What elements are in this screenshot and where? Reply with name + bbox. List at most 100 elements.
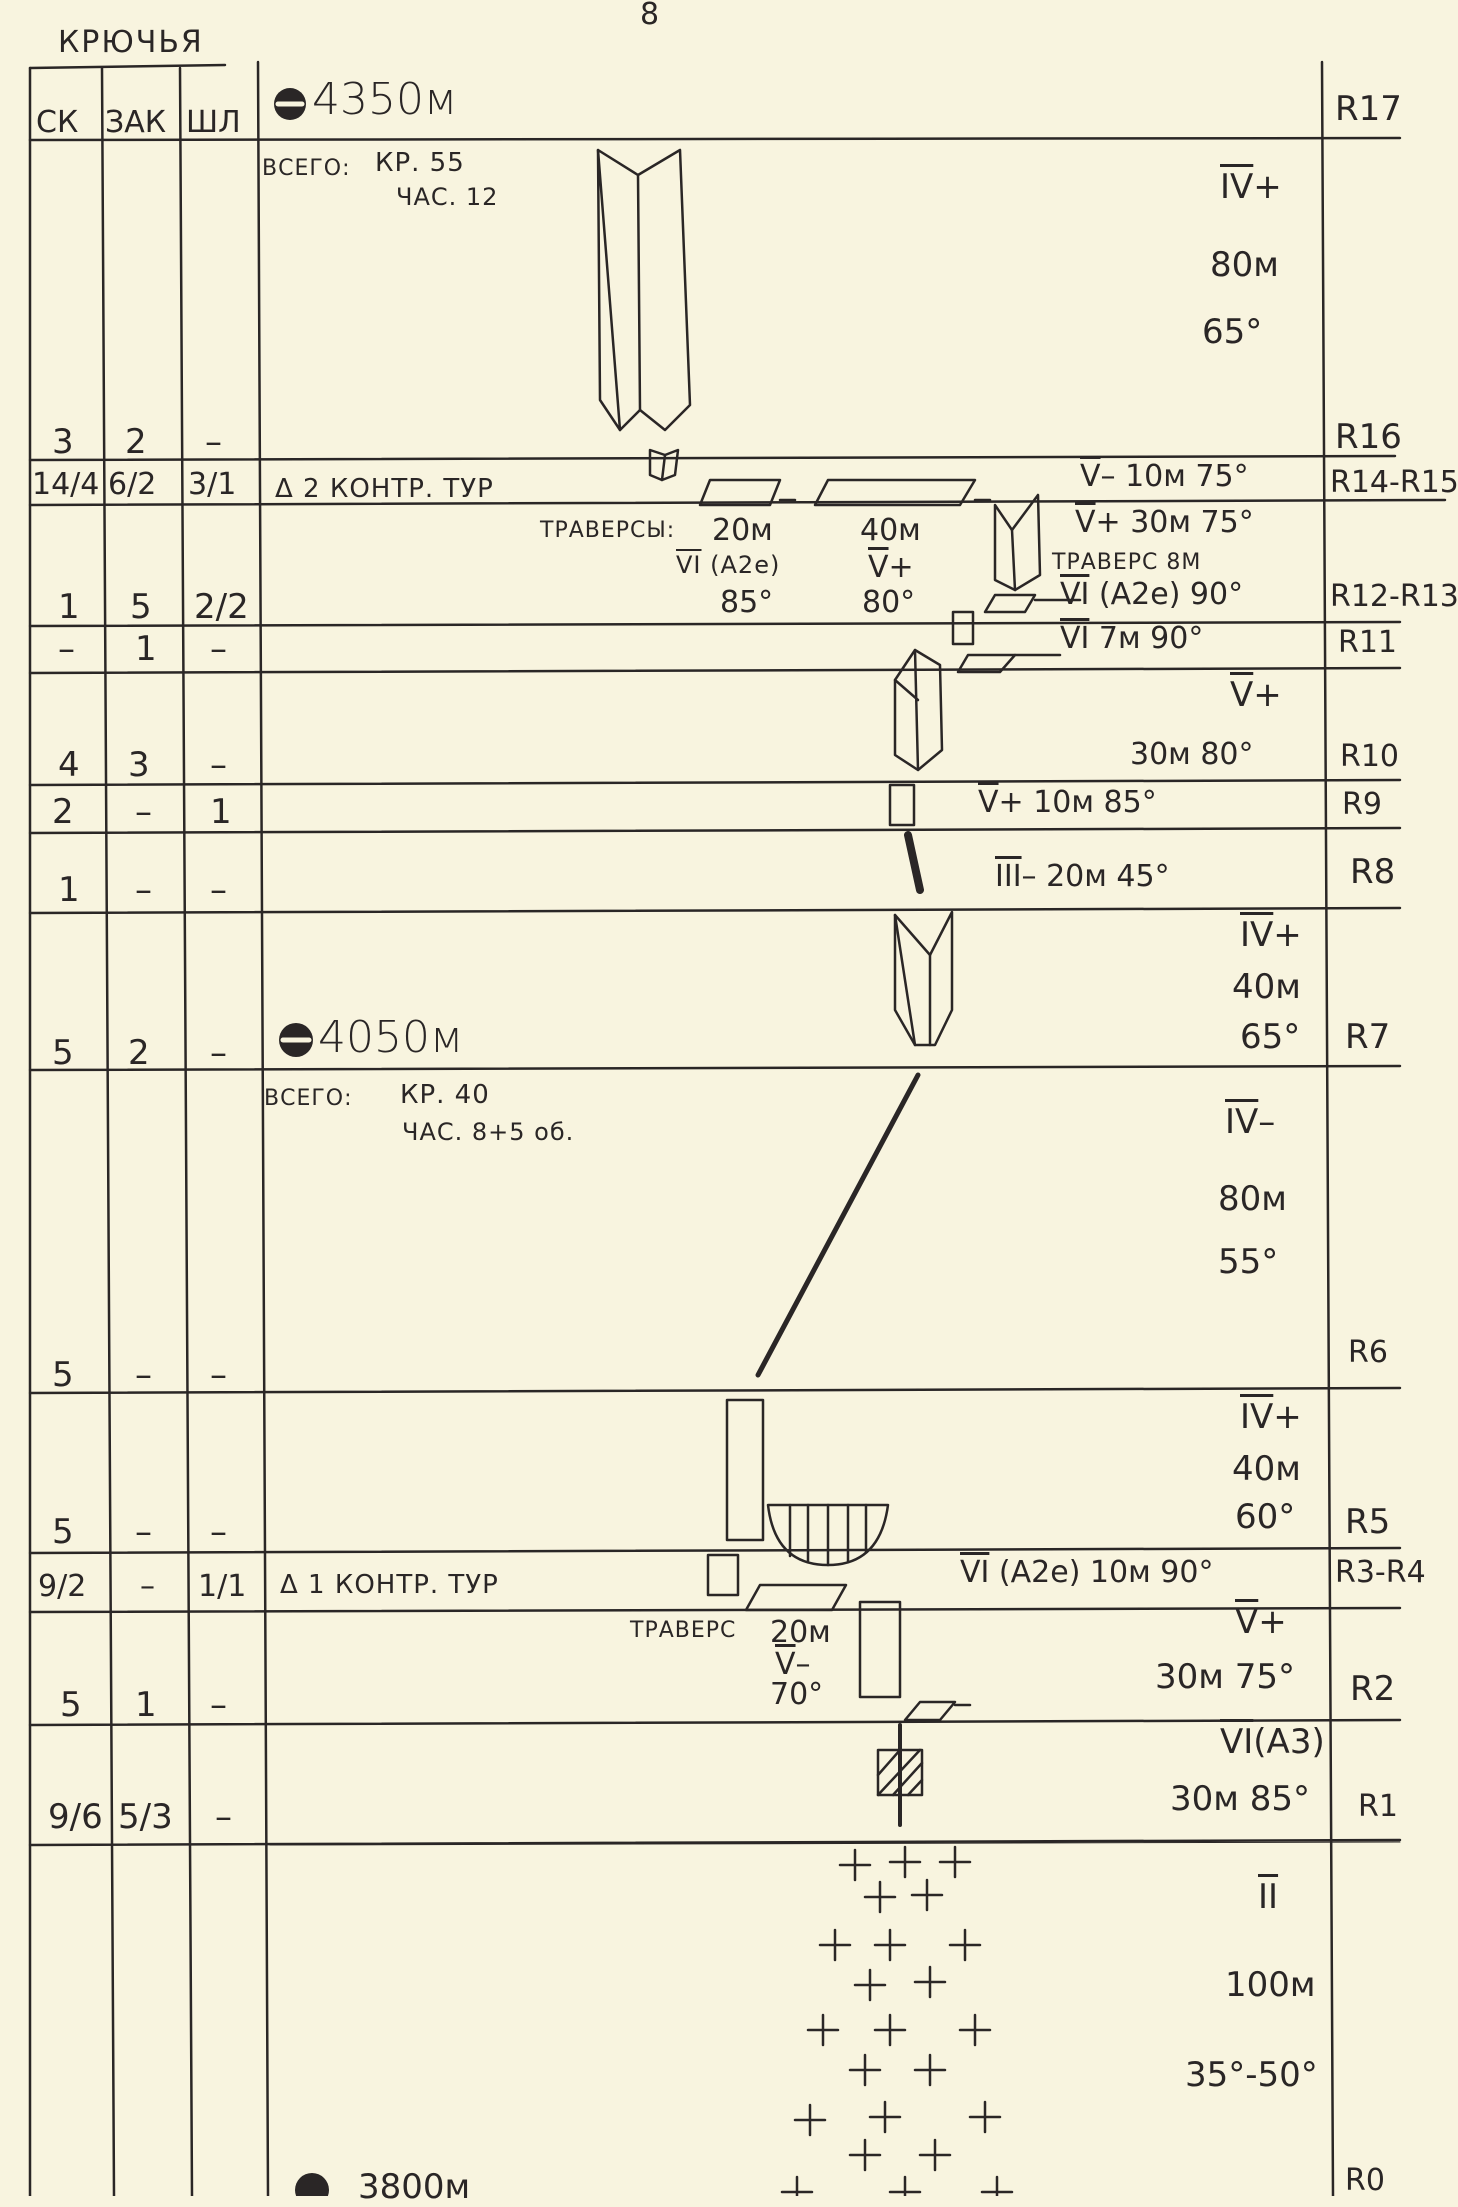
traverse2-length: 40м — [860, 513, 921, 548]
grade: VI — [1060, 577, 1090, 612]
cell-zak: 3 — [128, 745, 150, 785]
cell-sk: – — [58, 629, 75, 669]
cell-ref: R16 — [1335, 417, 1402, 457]
details: (А2е) 90° — [1098, 577, 1244, 612]
grade: V — [978, 785, 999, 820]
cell-shl: – — [215, 1797, 232, 1837]
altitude-symbols — [274, 88, 329, 2196]
cell-ref: R0 — [1345, 2163, 1385, 2198]
grade-modifier: + — [1253, 675, 1282, 715]
kontr-tur-1: Δ 1 КОНТР. ТУР — [280, 1570, 499, 1600]
cell-zak: 1 — [135, 1685, 157, 1725]
summary-top-label: ВСЕГО: — [262, 156, 351, 181]
cell-shl: 3/1 — [188, 467, 237, 502]
cell-ref: R2 — [1350, 1669, 1396, 1709]
traverse1-grade: VI — [676, 551, 702, 579]
dihedral-r7 — [893, 910, 954, 1047]
grade-modifier: + — [1253, 167, 1282, 207]
cell-shl: – — [210, 1685, 227, 1725]
grade-modifier: + — [1258, 1602, 1287, 1642]
traverse-symbols-lower — [706, 1553, 972, 1722]
summary-mid-chas: ЧАС. 8+5 об. — [402, 1118, 575, 1146]
cell-ref: R1 — [1358, 1789, 1398, 1824]
grade: VI — [1060, 621, 1090, 656]
header-ref: R17 — [1335, 89, 1402, 129]
pitch-r15: V– 10м 75° — [1080, 462, 1249, 492]
cell-zak: – — [135, 1355, 152, 1395]
cell-sk: 9/6 — [48, 1797, 103, 1837]
pitch-r12: VI (А2е) 90° — [1060, 580, 1243, 610]
grade-modifier: – — [1258, 1102, 1276, 1142]
angle: 65° — [1202, 312, 1263, 352]
cell-sk: 9/2 — [38, 1569, 87, 1604]
traverse4-angle: 70° — [770, 1677, 824, 1712]
cell-ref: R9 — [1342, 787, 1382, 822]
length: 80м — [1218, 1179, 1287, 1219]
grade: V — [1080, 459, 1101, 494]
cell-shl: – — [210, 1033, 227, 1073]
grade: IV — [1220, 167, 1254, 207]
cell-shl: – — [210, 1355, 227, 1395]
details: – 10м 75° — [1100, 459, 1249, 494]
cell-ref: R14-R15 — [1330, 465, 1458, 500]
altitude-mid: 4050м — [318, 1012, 464, 1063]
details: 30м 75° — [1155, 1657, 1295, 1697]
traverse4-length: 20м — [770, 1615, 831, 1650]
dihedral-r17 — [596, 148, 692, 482]
length: 40м — [1232, 967, 1301, 1007]
cell-shl: – — [205, 422, 222, 462]
grade: V — [1230, 675, 1254, 715]
altitude-top: 4350м — [312, 74, 458, 125]
dihedral-r10 — [888, 648, 944, 894]
details: 30м 80° — [1130, 737, 1254, 772]
grade-modifier: + — [1273, 915, 1302, 955]
cell-zak: 6/2 — [108, 467, 157, 502]
cell-ref: R10 — [1340, 739, 1400, 774]
grade: IV — [1240, 1397, 1274, 1437]
page-title: КРЮЧЬЯ — [58, 25, 204, 60]
traverse1-angle: 85° — [720, 585, 774, 620]
cell-sk: 3 — [52, 422, 74, 462]
details: (А2е) 10м 90° — [998, 1555, 1214, 1590]
cell-sk: 4 — [58, 745, 80, 785]
cell-sk: 14/4 — [32, 467, 100, 502]
cell-sk: 5 — [52, 1512, 74, 1552]
summary-top-chas: ЧАС. 12 — [396, 183, 499, 211]
traverse1-aid: (А2е) — [710, 551, 781, 579]
cell-sk: 5 — [52, 1033, 74, 1073]
details: – 20м 45° — [1021, 859, 1170, 894]
details: + 10м 85° — [998, 785, 1157, 820]
cell-ref: R7 — [1345, 1017, 1391, 1057]
pitch-r4: VI (А2е) 10м 90° — [960, 1558, 1213, 1588]
cell-ref: R8 — [1350, 852, 1396, 892]
cell-sk: 2 — [52, 792, 74, 832]
cell-zak: 5 — [130, 587, 152, 627]
traverse2-modifier: + — [888, 550, 914, 585]
angle: 65° — [1240, 1017, 1301, 1057]
slab-line-r6 — [755, 1072, 921, 1378]
table-grid — [28, 60, 1447, 2196]
cell-zak: – — [135, 792, 152, 832]
length: 100м — [1225, 1965, 1316, 2005]
travers-upper-label: ТРАВЕРСЫ: — [540, 518, 676, 543]
cell-shl: – — [210, 1512, 227, 1552]
cell-zak: 1 — [135, 629, 157, 669]
pitch-r14: V+ 30м 75° — [1075, 508, 1254, 538]
cell-zak: – — [135, 870, 152, 910]
grade: II — [1258, 1877, 1279, 1917]
grade: IV — [1240, 915, 1274, 955]
summary-mid-label: ВСЕГО: — [264, 1086, 353, 1111]
cell-shl: – — [210, 870, 227, 910]
traverse2-grade: V — [868, 550, 889, 585]
details: 30м 85° — [1170, 1779, 1310, 1819]
cell-shl: – — [210, 629, 227, 669]
cell-sk: 5 — [60, 1685, 82, 1725]
header-shl: ШЛ — [186, 105, 241, 140]
block-r1 — [876, 1723, 924, 1827]
traverse2-angle: 80° — [862, 585, 916, 620]
grade: V — [1235, 1602, 1259, 1642]
traverse4-modifier: – — [795, 1647, 811, 1682]
details: + 30м 75° — [1095, 505, 1254, 540]
